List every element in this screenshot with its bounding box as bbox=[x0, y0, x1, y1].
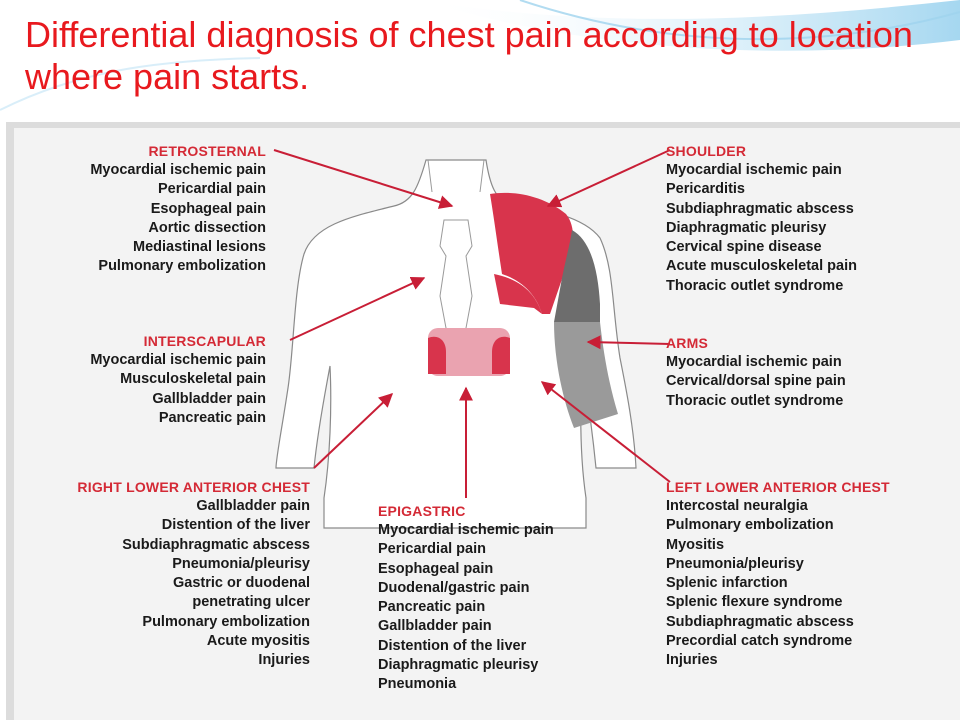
list-item: Cervical spine disease bbox=[666, 238, 906, 257]
list-item: Mediastinal lesions bbox=[34, 238, 266, 257]
right-lower-chest-heading: RIGHT LOWER ANTERIOR CHEST bbox=[24, 478, 310, 497]
arms-block: ARMS Myocardial ischemic pain Cervical/d… bbox=[666, 334, 906, 411]
list-item: Pericardial pain bbox=[378, 540, 608, 559]
list-item: Musculoskeletal pain bbox=[34, 370, 266, 389]
list-item: Pulmonary embolization bbox=[34, 257, 266, 276]
list-item: Pancreatic pain bbox=[378, 598, 608, 617]
list-item: Myositis bbox=[666, 536, 952, 555]
list-item: Gallbladder pain bbox=[24, 497, 310, 516]
shoulder-block: SHOULDER Myocardial ischemic pain Perica… bbox=[666, 142, 906, 296]
retrosternal-heading: RETROSTERNAL bbox=[34, 142, 266, 161]
list-item: Acute musculoskeletal pain bbox=[666, 257, 906, 276]
left-lower-chest-block: LEFT LOWER ANTERIOR CHEST Intercostal ne… bbox=[666, 478, 952, 671]
right-lower-chest-list: Gallbladder pain Distention of the liver… bbox=[24, 497, 310, 671]
list-item: Injuries bbox=[24, 651, 310, 670]
list-item: Pancreatic pain bbox=[34, 409, 266, 428]
slide-title: Differential diagnosis of chest pain acc… bbox=[25, 14, 925, 98]
retrosternal-block: RETROSTERNAL Myocardial ischemic pain Pe… bbox=[34, 142, 266, 277]
list-item: Diaphragmatic pleurisy bbox=[378, 656, 608, 675]
epigastric-list: Myocardial ischemic pain Pericardial pai… bbox=[378, 521, 608, 695]
retrosternal-list: Myocardial ischemic pain Pericardial pai… bbox=[34, 161, 266, 277]
left-lower-chest-region bbox=[492, 337, 510, 374]
list-item: penetrating ulcer bbox=[24, 593, 310, 612]
list-item: Duodenal/gastric pain bbox=[378, 579, 608, 598]
list-item: Esophageal pain bbox=[378, 560, 608, 579]
list-item: Myocardial ischemic pain bbox=[34, 351, 266, 370]
list-item: Esophageal pain bbox=[34, 200, 266, 219]
interscapular-heading: INTERSCAPULAR bbox=[34, 332, 266, 351]
figure-panel: RETROSTERNAL Myocardial ischemic pain Pe… bbox=[14, 128, 960, 720]
right-lower-chest-region bbox=[428, 337, 446, 374]
arms-list: Myocardial ischemic pain Cervical/dorsal… bbox=[666, 353, 906, 411]
arms-heading: ARMS bbox=[666, 334, 906, 353]
list-item: Subdiaphragmatic abscess bbox=[666, 613, 952, 632]
list-item: Cervical/dorsal spine pain bbox=[666, 372, 906, 391]
list-item: Distention of the liver bbox=[24, 516, 310, 535]
shoulder-heading: SHOULDER bbox=[666, 142, 906, 161]
list-item: Pericarditis bbox=[666, 180, 906, 199]
left-lower-chest-heading: LEFT LOWER ANTERIOR CHEST bbox=[666, 478, 952, 497]
list-item: Pericardial pain bbox=[34, 180, 266, 199]
list-item: Subdiaphragmatic abscess bbox=[666, 200, 906, 219]
list-item: Pulmonary embolization bbox=[666, 516, 952, 535]
list-item: Gastric or duodenal bbox=[24, 574, 310, 593]
list-item: Precordial catch syndrome bbox=[666, 632, 952, 651]
list-item: Subdiaphragmatic abscess bbox=[24, 536, 310, 555]
list-item: Pneumonia/pleurisy bbox=[666, 555, 952, 574]
list-item: Gallbladder pain bbox=[378, 617, 608, 636]
list-item: Pneumonia bbox=[378, 675, 608, 694]
list-item: Splenic infarction bbox=[666, 574, 952, 593]
list-item: Distention of the liver bbox=[378, 637, 608, 656]
interscapular-block: INTERSCAPULAR Myocardial ischemic pain M… bbox=[34, 332, 266, 428]
epigastric-heading: EPIGASTRIC bbox=[378, 502, 608, 521]
chest-pain-figure: RETROSTERNAL Myocardial ischemic pain Pe… bbox=[6, 122, 960, 720]
list-item: Thoracic outlet syndrome bbox=[666, 277, 906, 296]
list-item: Splenic flexure syndrome bbox=[666, 593, 952, 612]
left-lower-chest-list: Intercostal neuralgia Pulmonary emboliza… bbox=[666, 497, 952, 671]
interscapular-list: Myocardial ischemic pain Musculoskeletal… bbox=[34, 351, 266, 428]
list-item: Gallbladder pain bbox=[34, 390, 266, 409]
list-item: Injuries bbox=[666, 651, 952, 670]
shoulder-list: Myocardial ischemic pain Pericarditis Su… bbox=[666, 161, 906, 296]
list-item: Aortic dissection bbox=[34, 219, 266, 238]
list-item: Myocardial ischemic pain bbox=[34, 161, 266, 180]
list-item: Myocardial ischemic pain bbox=[378, 521, 608, 540]
list-item: Thoracic outlet syndrome bbox=[666, 392, 906, 411]
epigastric-block: EPIGASTRIC Myocardial ischemic pain Peri… bbox=[378, 502, 608, 695]
list-item: Myocardial ischemic pain bbox=[666, 161, 906, 180]
sternum bbox=[440, 220, 472, 340]
list-item: Acute myositis bbox=[24, 632, 310, 651]
list-item: Pneumonia/pleurisy bbox=[24, 555, 310, 574]
list-item: Myocardial ischemic pain bbox=[666, 353, 906, 372]
list-item: Diaphragmatic pleurisy bbox=[666, 219, 906, 238]
right-lower-chest-block: RIGHT LOWER ANTERIOR CHEST Gallbladder p… bbox=[24, 478, 310, 671]
list-item: Intercostal neuralgia bbox=[666, 497, 952, 516]
list-item: Pulmonary embolization bbox=[24, 613, 310, 632]
